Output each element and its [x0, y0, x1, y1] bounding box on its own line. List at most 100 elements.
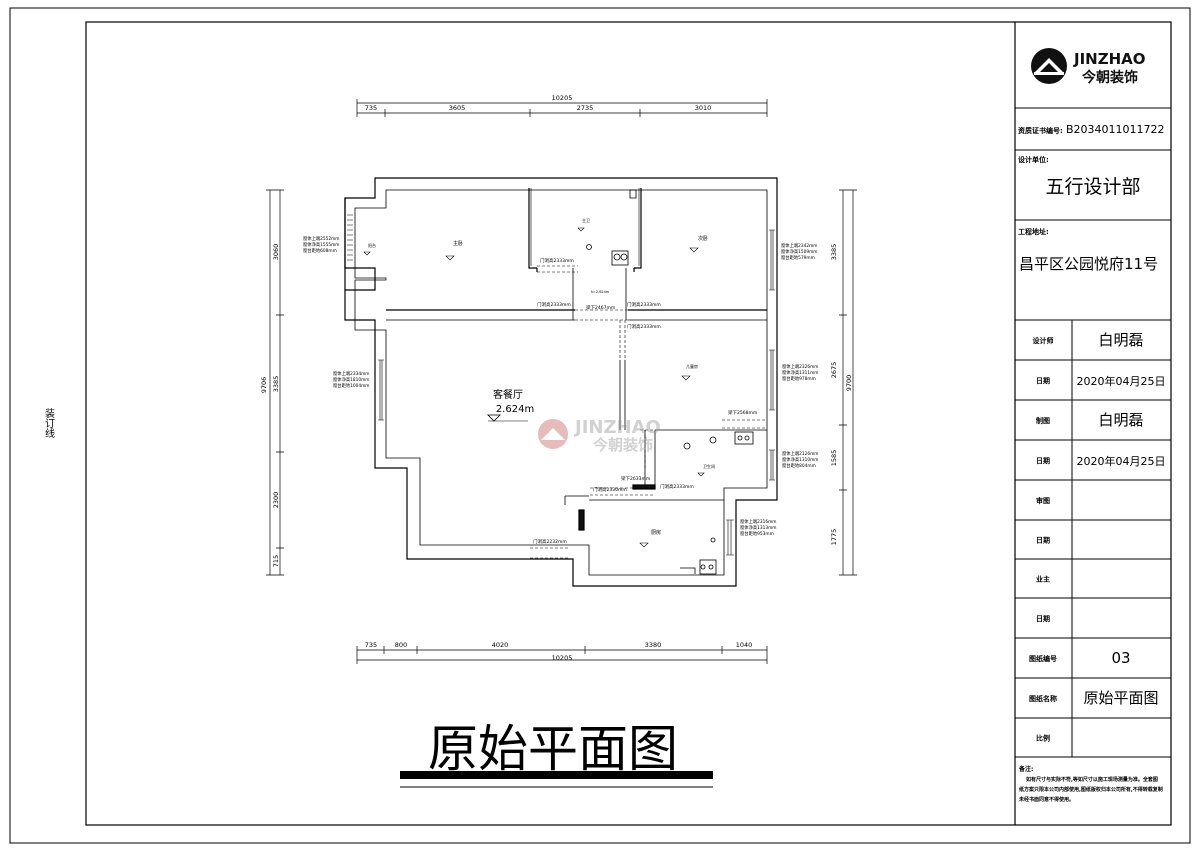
- title-row-label: 设计师: [1033, 336, 1054, 345]
- window-note-4-3: 窗台距地978mm: [782, 375, 816, 382]
- bottom-total-dim: 10205: [552, 654, 573, 662]
- title-row-value: 03: [1111, 649, 1130, 667]
- notes-line-1: 如有尺寸与实际不符,等如尺寸以施工现场测量为准。全套图: [1026, 776, 1158, 783]
- window-note-1-1: 窗体上端2552mm: [303, 235, 340, 242]
- window-note-5-1: 窗体上端2126mm: [782, 450, 819, 457]
- title-row-label: 日期: [1036, 376, 1050, 385]
- project-address-label: 工程地址:: [1018, 227, 1049, 236]
- left-dim-2: 3385: [272, 376, 280, 393]
- title-row-label: 日期: [1036, 536, 1050, 545]
- window-note-6-3: 窗台距地953mm: [740, 530, 774, 537]
- side-binding-mark: 装订线: [43, 407, 55, 438]
- window-note-5-3: 窗台距地804mm: [782, 462, 816, 469]
- window-note-1-3: 窗台距地608mm: [303, 247, 337, 254]
- window-note-2-3: 窗台距地579mm: [781, 254, 815, 261]
- notes-line-3: 未经书面同意不得使用。: [1018, 796, 1074, 803]
- top-dim-4: 3010: [695, 104, 712, 112]
- note-door-master-bath: 门洞高2333mm: [540, 257, 574, 264]
- title-row-label: 制图: [1036, 416, 1050, 425]
- note-door-second: 门洞高2333mm: [627, 301, 661, 308]
- kitchen-column: [578, 509, 585, 531]
- title-row-label: 业主: [1036, 575, 1050, 584]
- top-dim-1: 735: [365, 104, 377, 112]
- window-note-1-2: 窗体净高1555mm: [303, 241, 340, 248]
- note-door-kitchen: 门洞高2232mm: [533, 538, 567, 545]
- title-row-label: 日期: [1036, 456, 1050, 465]
- title-row-label: 比例: [1036, 734, 1050, 743]
- bath-walls: [644, 429, 767, 488]
- design-unit-label: 设计单位:: [1018, 155, 1049, 164]
- door-openings: [530, 265, 767, 559]
- left-dim-1: 3060: [272, 244, 280, 261]
- bottom-dim-4: 3380: [645, 641, 662, 649]
- title-row-label: 图纸编号: [1029, 654, 1057, 663]
- title-underline-thick: [400, 771, 713, 779]
- watermark-cn: 今朝装饰: [592, 436, 653, 454]
- company-logo: JINZHAO 今朝装饰: [1031, 48, 1146, 86]
- windows: [347, 214, 775, 556]
- note-beam-2467: 梁下2467mm: [586, 304, 615, 311]
- title-row-value: 白明磊: [1098, 411, 1143, 429]
- right-dim-3: 1585: [830, 450, 838, 467]
- room-living-height: 2.624m: [496, 404, 534, 415]
- note-door-study: 门洞高2333mm: [627, 323, 661, 330]
- note-beam-2633: 梁下2633mm: [621, 475, 650, 482]
- project-address-value: 昌平区公园悦府11号: [1019, 255, 1158, 273]
- corridor-walls: [572, 268, 627, 320]
- logo-brand: JINZHAO: [1073, 50, 1146, 68]
- dimension-lines: [266, 99, 857, 664]
- design-unit-value: 五行设计部: [1045, 176, 1140, 198]
- room-living: 客餐厅: [493, 388, 523, 401]
- title-block: [1014, 22, 1171, 825]
- top-dim-3: 2735: [577, 104, 594, 112]
- room-master: 主卧: [453, 240, 463, 247]
- room-labels: 客餐厅 2.624m 主卧 次卧 主卫 儿童房 卫生间 厨房 阳台 h=2.62…: [363, 217, 715, 548]
- toilet-icon: [613, 253, 621, 261]
- note-door-master: 门洞高2333mm: [537, 301, 571, 308]
- room-master-bath: 主卫: [582, 217, 590, 223]
- bottom-dim-1: 735: [365, 641, 377, 649]
- bottom-dim-3: 4020: [492, 641, 509, 649]
- license-value: B2034011011722: [1066, 123, 1165, 136]
- watermark-logo-icon: [538, 419, 568, 449]
- living-study-wall: [619, 360, 626, 430]
- plan-title: 原始平面图: [428, 720, 678, 778]
- watermark-brand: JINZHAO: [573, 417, 661, 438]
- window-note-6-2: 窗体净高1313mm: [740, 524, 777, 531]
- window-note-3-1: 窗体上端2334mm: [333, 370, 370, 377]
- room-balcony: 阳台: [368, 242, 376, 248]
- room-bath: 卫生间: [703, 463, 715, 469]
- note-door-bath: 门洞高2333mm: [660, 483, 694, 490]
- window-note-2-1: 窗体上端2342mm: [781, 242, 818, 249]
- outer-wall-inner-line: [354, 189, 768, 576]
- window-note-4-2: 窗体净高1311mm: [782, 369, 819, 376]
- window-notes: 窗体上端2552mm 窗体净高1555mm 窗台距地608mm 窗体上端2342…: [303, 235, 819, 537]
- window-note-2-2: 窗体净高1509mm: [781, 248, 818, 255]
- outer-wall-outer-line: [344, 177, 778, 587]
- opening-notes: 门洞高2333mm 门洞高2333mm 梁下2467mm 门洞高2333mm 门…: [533, 257, 757, 545]
- room-study: 儿童房: [686, 363, 698, 369]
- bottom-dim-5: 1040: [736, 641, 753, 649]
- window-note-3-3: 窗台距地1004mm: [333, 382, 370, 389]
- license-label: 资质证书编号:: [1018, 126, 1063, 135]
- window-note-4-1: 窗体上端2326mm: [782, 363, 819, 370]
- notes-label: 备注:: [1018, 765, 1033, 773]
- left-dim-3: 2300: [272, 492, 280, 509]
- note-door-2330: 门洞高2330mm: [593, 486, 627, 493]
- height-marker-icon: [487, 414, 501, 422]
- logo-cn: 今朝装饰: [1081, 69, 1138, 86]
- top-dim-2: 3605: [449, 104, 466, 112]
- fixtures: [586, 189, 754, 575]
- floor-plan: [344, 177, 778, 587]
- dimension-texts: 10205 735 3605 2735 3010 735 800 4020 33…: [260, 94, 853, 662]
- bottom-dim-2: 800: [395, 641, 407, 649]
- right-dim-1: 3385: [830, 244, 838, 261]
- room-second: 次卧: [698, 235, 708, 242]
- title-row-value: 白明磊: [1098, 331, 1143, 349]
- title-row-value: 2020年04月25日: [1077, 454, 1166, 468]
- master-bath-walls: [528, 188, 642, 272]
- right-dim-4: 1775: [830, 529, 838, 546]
- inner-border: [85, 21, 1172, 826]
- outer-border: [9, 7, 1191, 844]
